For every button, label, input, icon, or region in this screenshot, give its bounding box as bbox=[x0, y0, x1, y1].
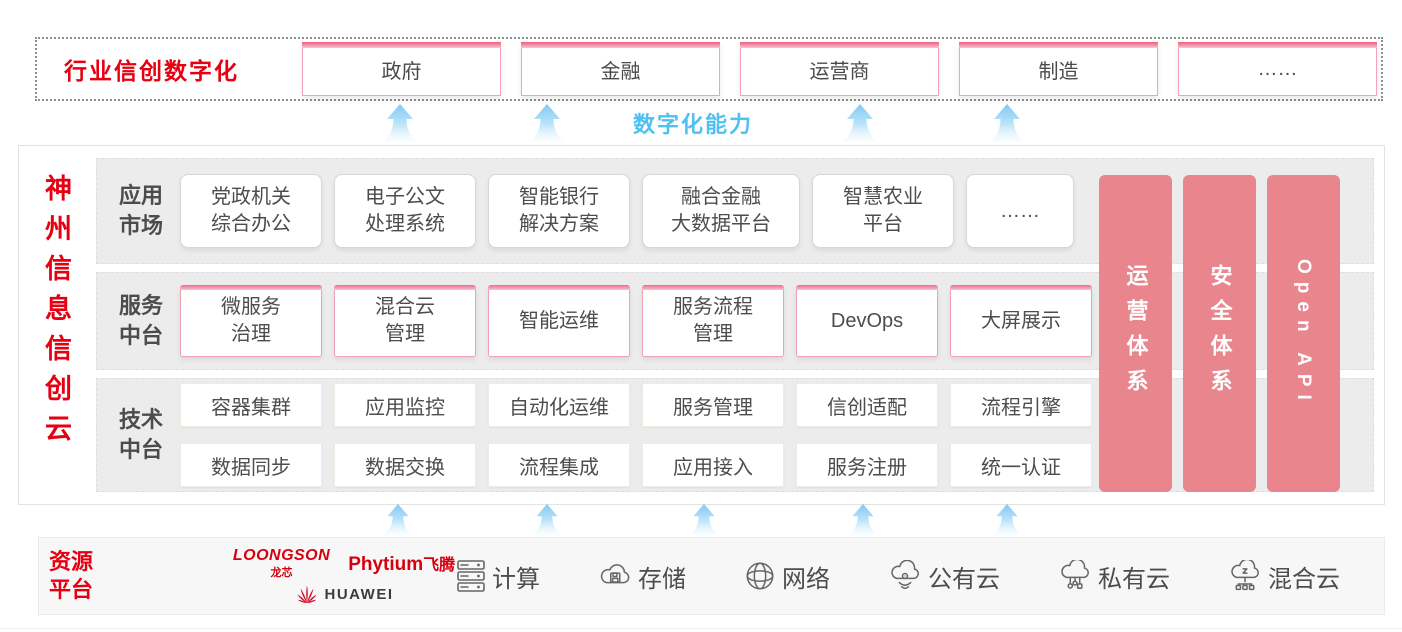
tech-box: 服务管理 bbox=[642, 383, 784, 427]
hybrid-cloud-icon bbox=[1231, 560, 1259, 591]
tech-box: 流程集成 bbox=[488, 443, 630, 487]
row-label-line: 应用 bbox=[118, 183, 163, 208]
resource-item-storage: 存储 bbox=[598, 559, 686, 594]
tech-box: 应用监控 bbox=[334, 383, 476, 427]
private-cloud-icon bbox=[1061, 560, 1089, 589]
page-bottom-divider bbox=[0, 628, 1402, 629]
industry-box-government: 政府 bbox=[302, 42, 501, 96]
industry-box-telecom: 运营商 bbox=[740, 42, 939, 96]
industry-panel-title: 行业信创数字化 bbox=[64, 58, 239, 84]
row-label-line: 平台 bbox=[49, 577, 94, 602]
tech-box: 自动化运维 bbox=[488, 383, 630, 427]
resource-item-hybrid-cloud: 混合云 bbox=[1228, 559, 1340, 594]
service-row-label: 服务 中台 bbox=[111, 291, 171, 351]
industry-box-finance: 金融 bbox=[521, 42, 720, 96]
app-market-row-label: 应用 市场 bbox=[111, 181, 171, 241]
pillar-operation-system: 运营体系 bbox=[1099, 175, 1172, 492]
tech-box: 数据同步 bbox=[180, 443, 322, 487]
vendor-logos: LOONGSON 龙芯 Phytium 飞腾 bbox=[219, 547, 469, 605]
row-label-line: 服务 bbox=[118, 293, 163, 318]
service-box-list: 微服务治理 混合云管理 智能运维 服务流程管理 DevOps 大屏展示 bbox=[180, 273, 1092, 369]
up-arrow-icon bbox=[384, 504, 412, 535]
up-arrow-icon bbox=[990, 104, 1024, 142]
service-box: 混合云管理 bbox=[334, 285, 476, 357]
service-box: 大屏展示 bbox=[950, 285, 1092, 357]
industry-box-list: 政府 金融 运营商 制造 …… bbox=[302, 42, 1377, 96]
up-arrow-icon bbox=[383, 104, 417, 142]
cloud-platform-panel: 神州信息信创云 应用 市场 党政机关综合办公 电子公文处理系统 智能银行解决方案… bbox=[18, 145, 1385, 505]
up-arrow-icon bbox=[843, 104, 877, 142]
platform-vertical-title: 神州信息信创云 bbox=[41, 174, 71, 454]
app-market-box-list: 党政机关综合办公 电子公文处理系统 智能银行解决方案 融合金融大数据平台 智慧农… bbox=[180, 159, 1074, 263]
row-label-line: 资源 bbox=[49, 549, 94, 574]
tech-platform-row: 技术 中台 容器集群 应用监控 自动化运维 服务管理 信创适配 流程引擎 数据同… bbox=[96, 378, 1374, 492]
app-box-more: …… bbox=[966, 174, 1074, 248]
service-box: DevOps bbox=[796, 285, 938, 357]
network-icon bbox=[746, 562, 774, 590]
resource-panel-title: 资源 平台 bbox=[49, 548, 93, 604]
industry-box-manufacturing: 制造 bbox=[959, 42, 1158, 96]
app-box: 智慧农业平台 bbox=[812, 174, 954, 248]
row-label-line: 中台 bbox=[118, 323, 163, 348]
resource-platform-panel: 资源 平台 LOONGSON 龙芯 Phytium 飞腾 bbox=[38, 537, 1385, 615]
huawei-logo: HUAWEI bbox=[219, 583, 469, 605]
pillar-security-system: 安全体系 bbox=[1183, 175, 1256, 492]
phytium-logo: Phytium 飞腾 bbox=[348, 554, 456, 575]
tech-box-grid: 容器集群 应用监控 自动化运维 服务管理 信创适配 流程引擎 数据同步 数据交换… bbox=[180, 383, 1092, 487]
tech-box: 服务注册 bbox=[796, 443, 938, 487]
app-box: 党政机关综合办公 bbox=[180, 174, 322, 248]
server-icon bbox=[457, 560, 485, 592]
tech-box: 流程引擎 bbox=[950, 383, 1092, 427]
tech-row-label: 技术 中台 bbox=[111, 405, 171, 465]
up-arrow-icon bbox=[849, 504, 877, 535]
up-arrow-icon bbox=[533, 504, 561, 535]
up-arrow-icon bbox=[690, 504, 718, 535]
resource-item-list: 计算 存储 网络 bbox=[456, 538, 1340, 614]
row-label-line: 市场 bbox=[118, 213, 163, 238]
tech-box-row: 容器集群 应用监控 自动化运维 服务管理 信创适配 流程引擎 bbox=[180, 383, 1092, 427]
capability-label: 数字化能力 bbox=[633, 112, 754, 137]
service-box: 服务流程管理 bbox=[642, 285, 784, 357]
resource-item-network: 网络 bbox=[744, 559, 830, 594]
resource-item-public-cloud: 公有云 bbox=[888, 559, 1000, 594]
service-box: 微服务治理 bbox=[180, 285, 322, 357]
loongson-logo: LOONGSON 龙芯 bbox=[232, 547, 331, 579]
public-cloud-icon bbox=[891, 560, 919, 590]
tech-box: 应用接入 bbox=[642, 443, 784, 487]
up-arrow-icon bbox=[530, 104, 564, 142]
industry-box-more: …… bbox=[1178, 42, 1377, 96]
service-box: 智能运维 bbox=[488, 285, 630, 357]
tech-box: 统一认证 bbox=[950, 443, 1092, 487]
tech-box-row: 数据同步 数据交换 流程集成 应用接入 服务注册 统一认证 bbox=[180, 443, 1092, 487]
industry-digitalization-panel: 行业信创数字化 政府 金融 运营商 制造 …… bbox=[35, 37, 1383, 101]
up-arrow-icon bbox=[993, 504, 1021, 535]
tech-box: 信创适配 bbox=[796, 383, 938, 427]
app-box: 智能银行解决方案 bbox=[488, 174, 630, 248]
resource-item-compute: 计算 bbox=[456, 559, 540, 594]
app-box: 融合金融大数据平台 bbox=[642, 174, 800, 248]
row-label-line: 技术 bbox=[118, 407, 163, 432]
pillar-open-api: Open API bbox=[1267, 175, 1340, 492]
tech-box: 容器集群 bbox=[180, 383, 322, 427]
huawei-petal-icon bbox=[296, 585, 317, 604]
row-label-line: 中台 bbox=[118, 437, 163, 462]
storage-icon bbox=[600, 564, 630, 584]
app-box: 电子公文处理系统 bbox=[334, 174, 476, 248]
resource-item-private-cloud: 私有云 bbox=[1058, 559, 1170, 594]
tech-box: 数据交换 bbox=[334, 443, 476, 487]
